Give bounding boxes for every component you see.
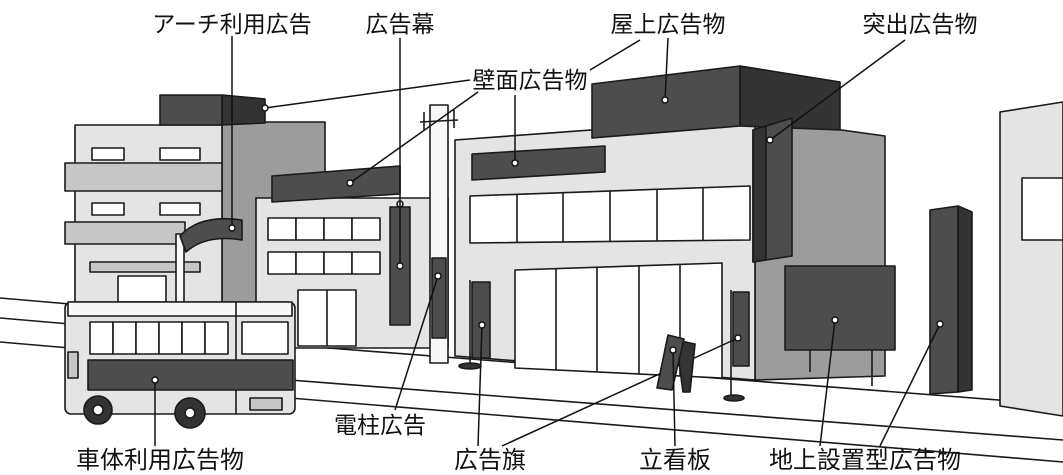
pointer-dot-wall-left [261,104,269,112]
labels: アーチ利用広告 広告幕 屋上広告物 突出広告物 壁面広告物 電柱広告 車体利用広… [76,12,978,474]
middle-building-window [323,251,353,275]
leader-projecting [769,39,906,141]
bus-window [112,321,137,355]
left-building-rooftop-sign [159,94,223,126]
leader-ground-pillar [879,323,941,447]
leader-wall-left [264,79,471,109]
left-building-window [159,147,201,161]
middle-building-window [267,251,297,275]
leader-lines [154,36,941,447]
label-rooftop: 屋上広告物 [611,12,726,38]
far-right-building-front [999,101,1063,417]
pointer-dot-rooftop [661,96,669,104]
left-building-window [159,202,201,216]
left-building-balcony [64,221,186,245]
pointer-dot-banner [396,262,404,270]
leader-flag-right [501,337,739,447]
pointer-dot-pole [434,272,442,280]
label-vehicle: 車体利用広告物 [76,446,244,474]
right-building-wall-sign [471,145,606,181]
ground-sign-panel [784,265,896,351]
flag-left-base [458,362,482,370]
middle-building-window [351,251,381,275]
utility-pole [419,104,459,364]
leader-rooftop [664,37,669,101]
flag-right-cloth [732,291,750,367]
label-projecting: 突出広告物 [863,12,978,38]
leader-ground-board [819,319,836,447]
label-arch: アーチ利用広告 [152,12,312,38]
standing-board-front [656,334,685,391]
middle-building-window [351,217,381,241]
label-flag: 広告旗 [454,446,526,474]
pointer-dot-projecting [766,136,774,144]
utility-pole-sign [431,257,447,339]
pointer-dot-ground-board [831,316,839,324]
curb-line-top [289,379,1063,441]
bus-window [89,321,114,355]
ground-sign-board [784,265,896,386]
pointer-dot-wall-middle [346,179,354,187]
pointer-dot-wall-right [511,159,519,167]
road-line-left-2 [0,317,71,325]
utility-pole-crossarm [419,119,459,123]
rooftop-sign-side [739,65,841,131]
label-banner: 広告幕 [366,12,435,38]
label-standing-board: 立看板 [639,446,711,474]
leader-pole [394,275,439,411]
ground-sign-pillar-side [957,205,973,393]
leader-wall-middle [349,91,479,184]
leader-rooftop-2 [589,39,641,71]
bus-wheel-rear-hub [92,404,104,416]
middle-building-window [267,217,297,241]
left-building-sign-band [89,261,201,273]
pointer-dot-flag-right [734,334,742,342]
bus-rear-light [67,351,79,379]
bus-window [181,321,206,355]
flag-right-base [723,394,745,402]
middle-building-window [323,217,353,241]
bus-window [204,321,229,355]
bus-window [135,321,160,355]
leader-flag-left [477,324,483,447]
left-building-window [91,147,125,161]
leader-standing-board [672,349,676,447]
bus-windshield [241,321,289,355]
road-line-left-3 [0,341,71,349]
pointer-dot-vehicle [151,376,159,384]
left-building-balcony [64,162,223,192]
pointer-dot-ground-pillar [936,320,944,328]
label-wall: 壁面広告物 [473,68,588,94]
bus-wheel-front-hub [184,407,196,419]
pointer-dots [151,96,944,384]
bus-window [158,321,183,355]
standing-board [656,334,696,393]
projecting-sign-edge [752,125,767,263]
left-building-window [91,202,125,216]
far-right-building [999,101,1063,417]
left-building-rooftop-sign-side [221,94,266,126]
label-pole: 電柱広告 [334,413,426,439]
middle-building-window [295,217,325,241]
bus-roof [67,301,293,317]
middle-building-window [295,251,325,275]
pointer-dot-standing-board [669,346,677,354]
ground-sign-pillar [929,205,973,395]
bus [64,301,296,429]
flag-right [723,290,750,402]
ground-sign-pillar-front [929,205,959,395]
flag-left [458,280,491,370]
arch-sign-panel [179,217,243,253]
pointer-dot-flag-left [478,321,486,329]
bus-front-bumper [249,397,283,411]
pointer-dot-arch [228,224,236,232]
far-right-building-window [1021,177,1063,241]
road-line-left-1 [0,297,71,305]
curb-line-bottom [289,397,1063,463]
bus-ad-panel [87,359,294,391]
label-ground: 地上設置型広告物 [769,446,961,474]
left-building-window [117,275,167,303]
